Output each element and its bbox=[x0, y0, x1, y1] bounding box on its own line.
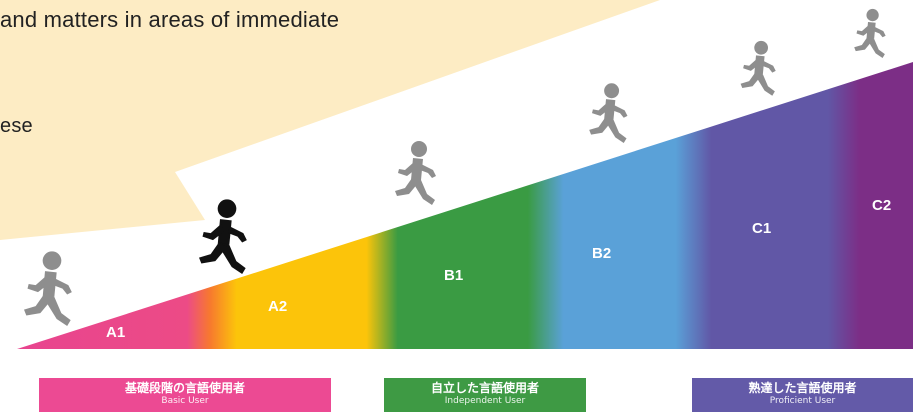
runner-c2-icon bbox=[854, 8, 886, 58]
runner-b1-icon bbox=[395, 141, 436, 205]
level-label-c2: C2 bbox=[872, 197, 892, 214]
level-label-c1: C1 bbox=[752, 220, 772, 237]
runner-b2-icon bbox=[589, 83, 628, 143]
category-independent-user: 自立した言語使用者 Independent User bbox=[384, 378, 586, 412]
category-basic-jp: 基礎段階の言語使用者 bbox=[124, 381, 245, 395]
runner-a1-icon bbox=[24, 251, 72, 326]
category-proficient-user: 熟達した言語使用者 Proficient User bbox=[692, 378, 913, 412]
speech-bubble bbox=[0, 0, 660, 240]
category-independent-en: Independent User bbox=[444, 396, 526, 406]
level-label-a2: A2 bbox=[268, 298, 288, 315]
level-label-b1: B1 bbox=[444, 267, 464, 284]
category-independent-jp: 自立した言語使用者 bbox=[430, 381, 539, 395]
level-ramp bbox=[17, 62, 913, 349]
runner-c1-icon bbox=[740, 40, 776, 96]
bubble-text-line1: and matters in areas of immediate bbox=[0, 7, 340, 32]
category-proficient-jp: 熟達した言語使用者 bbox=[748, 381, 857, 395]
category-basic-user: 基礎段階の言語使用者 Basic User bbox=[39, 378, 331, 412]
level-label-b2: B2 bbox=[592, 245, 612, 262]
runner-highlighted-icon bbox=[199, 199, 247, 274]
category-proficient-en: Proficient User bbox=[769, 396, 836, 406]
bubble-text-line2: ese bbox=[0, 115, 33, 137]
level-label-a1: A1 bbox=[106, 324, 126, 341]
category-basic-en: Basic User bbox=[161, 396, 209, 406]
